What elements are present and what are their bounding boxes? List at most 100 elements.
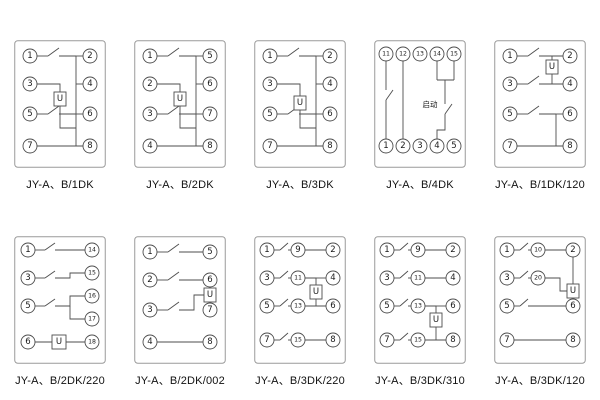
coil-box: U [545, 59, 559, 75]
terminal-3: 3 [20, 270, 36, 286]
terminal-number: 20 [534, 275, 542, 282]
terminal-9: 9 [290, 242, 306, 258]
terminal-number: 5 [267, 109, 272, 119]
terminal-number: 11 [294, 275, 302, 282]
wires [385, 61, 455, 139]
terminal-3: 3 [22, 76, 38, 92]
terminal-8: 8 [202, 138, 218, 154]
terminal-10: 10 [530, 242, 546, 258]
terminal-number: 2 [147, 275, 152, 285]
terminal-9: 9 [410, 242, 426, 258]
terminal-number: 4 [87, 79, 92, 89]
terminal-6: 6 [565, 298, 581, 314]
terminal-12: 12 [395, 46, 411, 62]
terminal-11: 11 [410, 270, 426, 286]
terminal-1: 1 [142, 48, 158, 64]
terminal-8: 8 [322, 138, 338, 154]
terminal-6: 6 [202, 272, 218, 288]
terminal-2: 2 [325, 242, 341, 258]
terminal-18: 18 [84, 334, 100, 350]
diagram-label: JY-A、B/3DK/120 [495, 375, 585, 387]
terminal-1: 1 [20, 242, 36, 258]
terminal-number: 3 [507, 79, 512, 89]
terminal-1: 1 [499, 242, 515, 258]
contact-blades [279, 242, 289, 341]
terminal-number: 14 [88, 247, 96, 254]
terminal-3: 3 [499, 270, 515, 286]
terminal-number: 13 [416, 51, 424, 58]
terminal-5: 5 [446, 138, 462, 154]
terminal-number: 8 [450, 335, 455, 345]
terminal-2: 2 [82, 48, 98, 64]
terminal-4: 4 [142, 138, 158, 154]
terminal-5: 5 [22, 106, 38, 122]
terminal-number: 2 [450, 245, 455, 255]
terminal-2: 2 [142, 272, 158, 288]
terminal-number: 1 [504, 245, 509, 255]
terminal-7: 7 [259, 332, 275, 348]
terminal-number: 7 [207, 109, 212, 119]
terminal-number: 6 [567, 109, 572, 119]
terminal-number: 8 [87, 141, 92, 151]
terminal-number: 8 [567, 141, 572, 151]
terminal-20: 20 [530, 270, 546, 286]
terminal-4: 4 [322, 76, 338, 92]
terminal-2: 2 [322, 48, 338, 64]
coil-letter: U [207, 290, 213, 300]
terminal-number: 1 [267, 51, 272, 61]
terminal-number: 7 [27, 141, 32, 151]
terminal-3: 3 [379, 270, 395, 286]
coil-letter: U [177, 94, 183, 104]
terminal-5: 5 [502, 106, 518, 122]
terminal-number: 11 [414, 275, 422, 282]
terminal-15: 15 [84, 265, 100, 281]
terminal-number: 4 [327, 79, 332, 89]
coil-box: U [203, 287, 217, 303]
terminal-number: 8 [207, 337, 212, 347]
terminal-2: 2 [562, 48, 578, 64]
terminal-number: 4 [147, 337, 152, 347]
terminal-7: 7 [502, 138, 518, 154]
terminal-8: 8 [202, 334, 218, 350]
coil-box: U [173, 91, 187, 107]
coil-letter: U [57, 94, 63, 104]
terminal-number: 3 [25, 273, 30, 283]
terminal-number: 9 [415, 245, 420, 255]
diagram-frame [134, 236, 226, 364]
coil-box: U [429, 312, 443, 328]
terminal-number: 5 [25, 301, 30, 311]
terminal-4: 4 [142, 334, 158, 350]
diagram-frame [14, 40, 106, 168]
contact-blades [527, 47, 540, 115]
coil-letter: U [433, 315, 439, 325]
wires [274, 249, 326, 341]
diagram-frame [14, 236, 106, 364]
terminal-number: 2 [330, 245, 335, 255]
start-label: 启动 [423, 99, 438, 109]
diagram-label: JY-A、B/3DK/310 [375, 375, 465, 387]
terminal-number: 13 [294, 303, 302, 310]
terminal-3: 3 [142, 106, 158, 122]
diagram-label: JY-A、B/1DK [26, 179, 94, 191]
terminal-4: 4 [445, 270, 461, 286]
diagram-frame [254, 236, 346, 364]
terminal-4: 4 [82, 76, 98, 92]
coil-box: U [53, 91, 67, 107]
terminal-number: 1 [383, 141, 388, 151]
terminal-7: 7 [379, 332, 395, 348]
terminal-2: 2 [565, 242, 581, 258]
terminal-7: 7 [262, 138, 278, 154]
wires [277, 55, 323, 147]
wires [37, 55, 83, 147]
terminal-8: 8 [445, 332, 461, 348]
terminal-number: 1 [147, 51, 152, 61]
terminal-5: 5 [259, 298, 275, 314]
